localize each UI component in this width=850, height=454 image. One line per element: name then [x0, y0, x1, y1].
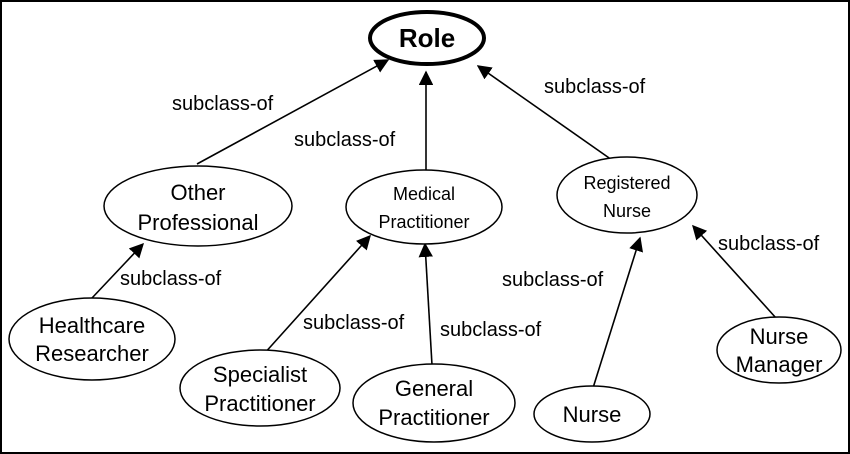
- edge-general-to-medical: [418, 242, 433, 366]
- node-other-professional-line1: Other: [170, 180, 225, 205]
- node-healthcare-researcher-line1: Healthcare: [39, 313, 145, 338]
- edge-label-researcher-to-other: subclass-of: [120, 268, 222, 290]
- node-nurse-label: Nurse: [563, 402, 622, 427]
- node-other-professional-line2: Professional: [137, 210, 258, 235]
- edge-manager-to-registered: [692, 224, 777, 319]
- node-nurse-manager-line1: Nurse: [750, 324, 809, 349]
- node-medical-practitioner-line2: Practitioner: [378, 212, 469, 232]
- node-registered-nurse-line1: Registered: [583, 173, 670, 193]
- node-nurse-manager: Nurse Manager: [716, 316, 842, 384]
- node-role-label: Role: [399, 23, 455, 53]
- node-other-professional: Other Professional: [103, 165, 293, 247]
- node-healthcare-researcher: Healthcare Researcher: [8, 297, 176, 381]
- node-nurse: Nurse: [533, 385, 651, 443]
- edge-label-nurse-to-registered: subclass-of: [502, 269, 604, 291]
- node-registered-nurse: Registered Nurse: [556, 156, 698, 234]
- edge-label-general-to-medical: subclass-of: [440, 319, 542, 341]
- edge-nurse-to-registered: [592, 236, 643, 389]
- node-healthcare-researcher-line2: Researcher: [35, 341, 149, 366]
- edge-other-to-role: [196, 59, 390, 165]
- edge-specialist-to-medical: [262, 234, 371, 356]
- edge-label-medical-to-role: subclass-of: [294, 129, 396, 151]
- node-medical-practitioner: Medical Practitioner: [345, 169, 503, 245]
- node-general-practitioner-line1: General: [395, 376, 473, 401]
- node-nurse-manager-line2: Manager: [736, 352, 823, 377]
- node-general-practitioner-line2: Practitioner: [378, 405, 489, 430]
- node-general-practitioner: General Practitioner: [352, 363, 516, 443]
- edge-label-registered-to-role: subclass-of: [544, 76, 646, 98]
- edge-label-other-to-role: subclass-of: [172, 93, 274, 115]
- node-registered-nurse-line2: Nurse: [603, 201, 651, 221]
- node-role: Role: [368, 10, 486, 66]
- edge-registered-to-role: [476, 65, 613, 161]
- node-specialist-practitioner: Specialist Practitioner: [179, 349, 341, 427]
- edge-label-manager-to-registered: subclass-of: [718, 233, 820, 255]
- node-specialist-practitioner-line1: Specialist: [213, 362, 307, 387]
- edge-label-specialist-to-medical: subclass-of: [303, 312, 405, 334]
- edge-researcher-to-other: [91, 242, 144, 299]
- node-medical-practitioner-line1: Medical: [393, 184, 455, 204]
- node-specialist-practitioner-line2: Practitioner: [204, 391, 315, 416]
